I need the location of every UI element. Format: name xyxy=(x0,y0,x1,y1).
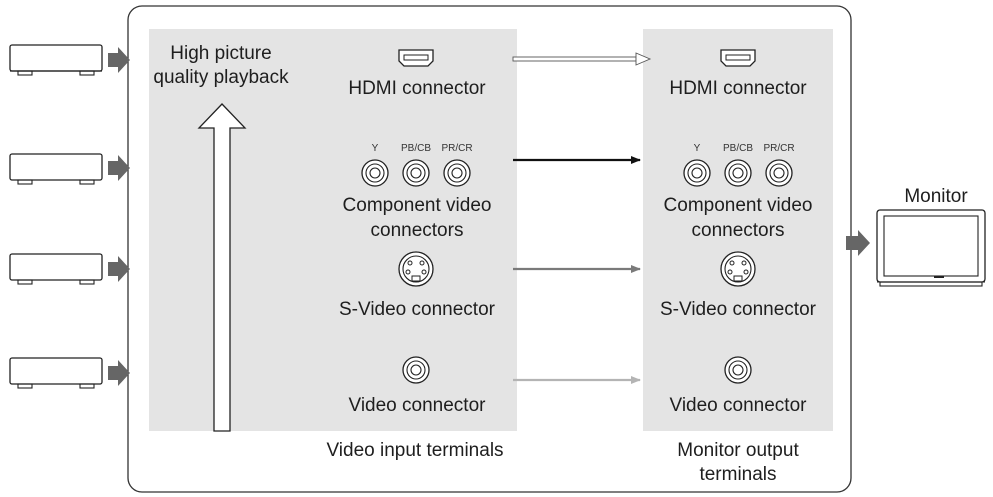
right-video-label: Video connector xyxy=(669,395,807,416)
rca-jack-icon xyxy=(361,159,389,187)
rca-jack-icon xyxy=(402,159,430,187)
input-arrow xyxy=(108,155,130,181)
input-arrow xyxy=(108,47,130,73)
right-component-label-line1: Component video xyxy=(663,195,813,216)
monitor-icon xyxy=(876,209,986,287)
right-pb-label: PB/CB xyxy=(722,143,753,154)
left-svideo-label: S-Video connector xyxy=(339,299,495,320)
hdmi-signal-arrow xyxy=(512,52,652,66)
left-pb-label: PB/CB xyxy=(400,143,431,154)
rca-jack-icon xyxy=(443,159,471,187)
rca-jack-icon xyxy=(683,159,711,187)
source-device xyxy=(9,153,103,185)
video-input-terminals-title: Video input terminals xyxy=(326,440,504,461)
right-pr-label: PR/CR xyxy=(763,143,795,154)
rca-jack-icon xyxy=(724,159,752,187)
hdmi-port-icon xyxy=(398,49,434,67)
video-input-panel xyxy=(149,29,517,431)
source-device xyxy=(9,253,103,285)
left-video-label: Video connector xyxy=(348,395,486,416)
quality-label-line1: High picture xyxy=(170,43,272,64)
monitor-label: Monitor xyxy=(904,186,968,207)
quality-label-line2: quality playback xyxy=(153,67,289,88)
svideo-port-icon xyxy=(398,251,434,287)
right-y-label: Y xyxy=(693,143,701,154)
hdmi-port-icon xyxy=(720,49,756,67)
source-device xyxy=(9,357,103,389)
rca-jack-icon xyxy=(765,159,793,187)
left-y-label: Y xyxy=(371,143,379,154)
left-component-label-line1: Component video xyxy=(342,195,492,216)
right-svideo-label: S-Video connector xyxy=(660,299,816,320)
input-arrow xyxy=(108,256,130,282)
monitor-output-terminals-title-line1: Monitor output xyxy=(677,440,799,461)
output-arrow xyxy=(846,230,870,256)
left-pr-label: PR/CR xyxy=(441,143,473,154)
right-component-label-line2: connectors xyxy=(691,220,785,241)
right-hdmi-label: HDMI connector xyxy=(669,78,807,99)
input-arrow xyxy=(108,360,130,386)
quality-up-arrow xyxy=(197,103,247,432)
left-component-label-line2: connectors xyxy=(370,220,464,241)
left-hdmi-label: HDMI connector xyxy=(348,78,486,99)
rca-jack-icon xyxy=(724,356,752,384)
source-device xyxy=(9,44,103,76)
rca-jack-icon xyxy=(402,356,430,384)
monitor-output-terminals-title-line2: terminals xyxy=(699,464,777,485)
svideo-port-icon xyxy=(720,251,756,287)
